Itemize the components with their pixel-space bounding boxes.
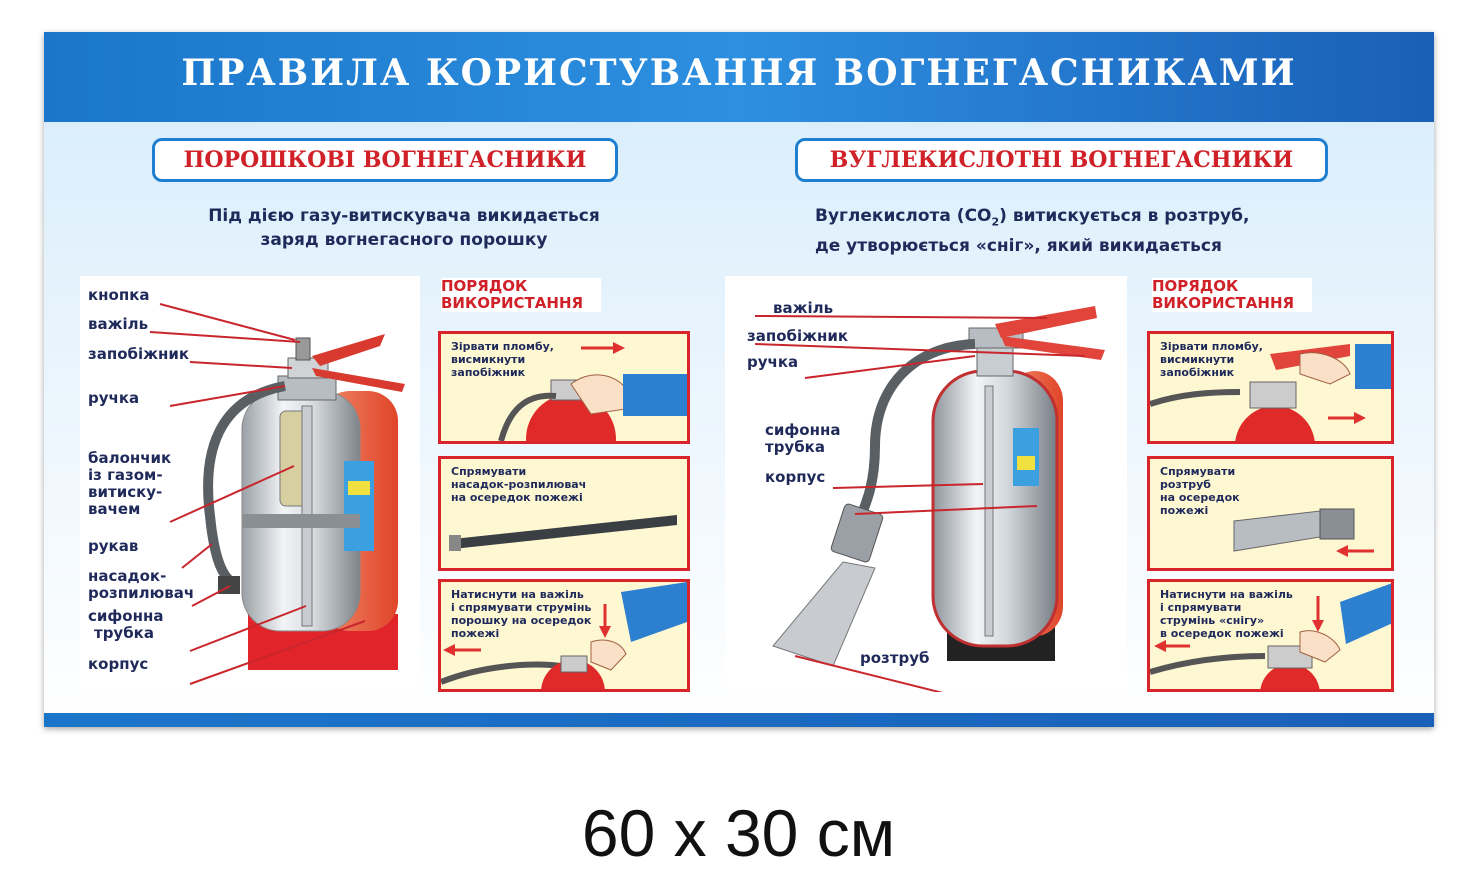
part-label-siphon-tube: сифонна трубка [765,422,840,456]
step-text: Натиснути на важіль і спрямувати струмін… [451,588,591,640]
powder-step-2: Спрямувати насадок-розпилювач на осередо… [438,456,690,571]
step-text-line: Спрямувати [1160,465,1236,478]
fire-extinguisher-powder-icon [149,303,405,685]
nozzle-icon [449,515,677,551]
part-label-line: трубка [94,624,154,642]
arrow-down-icon [1150,583,1391,689]
step-text-line: пожежі [1160,504,1209,517]
step-text-line: Зірвати пломбу, [451,340,554,353]
step-text: Спрямувати розтруб на осередок пожежі [1160,465,1240,517]
part-label-line: із газом- [88,466,163,484]
step-text-line: і спрямувати [1160,601,1242,614]
part-label-safety-pin: запобіжник [88,345,190,363]
step-text-line: на осередок [1160,491,1240,504]
step-text-line: порошку на осередок [451,614,592,627]
hand-icon [498,342,687,441]
part-label-hose: рукав [88,537,139,555]
part-label-lever: важіль [773,299,834,317]
arrow-right-icon [1150,344,1391,441]
step-text-line: і спрямувати струмінь [451,601,592,614]
co2-description-line: де утворюється «сніг», який викидається [815,236,1222,257]
steps-heading-line: ВИКОРИСТАННЯ [441,294,584,312]
powder-description: Під дією газу-витискувача викидається за… [174,204,634,252]
part-label-line: насадок- [88,567,167,585]
arrow-left-icon [441,582,687,689]
step-text: Натиснути на важіль і спрямувати струмін… [1160,588,1293,640]
step-text: Зірвати пломбу, висмикнути запобіжник [1160,340,1263,379]
fire-extinguisher-co2-icon [754,306,1105,692]
step-text-line: висмикнути [1160,353,1235,366]
horn-icon [1233,508,1374,557]
part-label-horn: розтруб [860,649,930,667]
part-label-cartridge: балончик із газом- витиску- вачем [88,450,171,518]
part-label-line: сифонна [88,607,164,625]
poster-footer-bar [44,713,1434,727]
powder-heading: ПОРОШКОВІ ВОГНЕГАСНИКИ [152,138,618,182]
co2-steps-heading: ПОРЯДОК ВИКОРИСТАННЯ [1152,278,1312,312]
co2-step-2: Спрямувати розтруб на осередок пожежі [1147,456,1394,571]
step-text-line: Зірвати пломбу, [1160,340,1263,353]
steps-heading-line: ПОРЯДОК [1152,277,1239,295]
poster-title: ПРАВИЛА КОРИСТУВАННЯ ВОГНЕГАСНИКАМИ [181,52,1297,94]
part-label-button: кнопка [88,286,150,304]
steps-heading-line: ВИКОРИСТАННЯ [1152,294,1295,312]
step-text-line: висмикнути [451,353,526,366]
step-text-line: на осередок пожежі [451,491,583,504]
co2-heading: ВУГЛЕКИСЛОТНІ ВОГНЕГАСНИКИ [795,138,1328,182]
part-label-line: розпилювач [88,584,195,602]
step-text: Зірвати пломбу, висмикнути запобіжник [451,340,554,379]
step-text-line: Спрямувати [451,465,527,478]
step-text-line: в осередок пожежі [1160,627,1284,640]
part-label-siphon-tube: сифонна трубка [88,608,163,642]
part-label-handle: ручка [88,389,140,407]
part-label-nozzle: насадок- розпилювач [88,568,194,602]
step-text-line: Натиснути на важіль [1160,588,1293,601]
co2-description-subscript: 2 [991,215,1000,229]
co2-description-line: Вуглекислота (CO2) витискується в розтру… [815,204,1375,234]
step-text-line: пожежі [451,627,500,640]
poster-header: ПРАВИЛА КОРИСТУВАННЯ ВОГНЕГАСНИКАМИ [44,32,1434,122]
co2-description-part: ) витискується в розтруб, [999,206,1250,226]
step-text-line: насадок-розпилювач [451,478,587,491]
poster-board: ПРАВИЛА КОРИСТУВАННЯ ВОГНЕГАСНИКАМИ ПОРО… [44,32,1434,727]
part-label-line: вачем [88,500,141,518]
powder-diagram-panel: кнопка важіль запобіжник ручка балончик … [80,276,420,692]
steps-heading-line: ПОРЯДОК [441,277,528,295]
part-label-line: сифонна [765,421,841,439]
step-text-line: розтруб [1160,478,1211,491]
step-text-line: запобіжник [1160,366,1235,379]
part-label-line: трубка [765,438,825,456]
co2-step-3: Натиснути на важіль і спрямувати струмін… [1147,579,1394,692]
powder-description-line: Під дією газу-витискувача викидається [208,206,600,226]
part-label-line: витиску- [88,483,163,501]
powder-step-1: Зірвати пломбу, висмикнути запобіжник [438,331,690,444]
part-label-body: корпус [88,655,149,673]
part-label-line: балончик [88,449,172,467]
step-text-line: запобіжник [451,366,526,379]
powder-description-line: заряд вогнегасного порошку [260,230,548,250]
co2-diagram-panel: важіль запобіжник ручка сифонна трубка к… [725,276,1127,692]
step-text: Спрямувати насадок-розпилювач на осередо… [451,465,586,504]
powder-steps-heading: ПОРЯДОК ВИКОРИСТАННЯ [441,278,601,312]
co2-description: Вуглекислота (CO2) витискується в розтру… [815,204,1375,258]
step-text-line: Натиснути на важіль [451,588,584,601]
step-text-line: струмінь «снігу» [1160,614,1265,627]
size-label: 60 х 30 см [581,796,896,870]
part-label-handle: ручка [747,353,799,371]
part-label-body: корпус [765,468,826,486]
part-label-safety-pin: запобіжник [747,327,849,345]
powder-step-3: Натиснути на важіль і спрямувати струмін… [438,579,690,692]
co2-description-part: Вуглекислота (CO [815,206,992,226]
co2-step-1: Зірвати пломбу, висмикнути запобіжник [1147,331,1394,444]
part-label-lever: важіль [88,315,149,333]
